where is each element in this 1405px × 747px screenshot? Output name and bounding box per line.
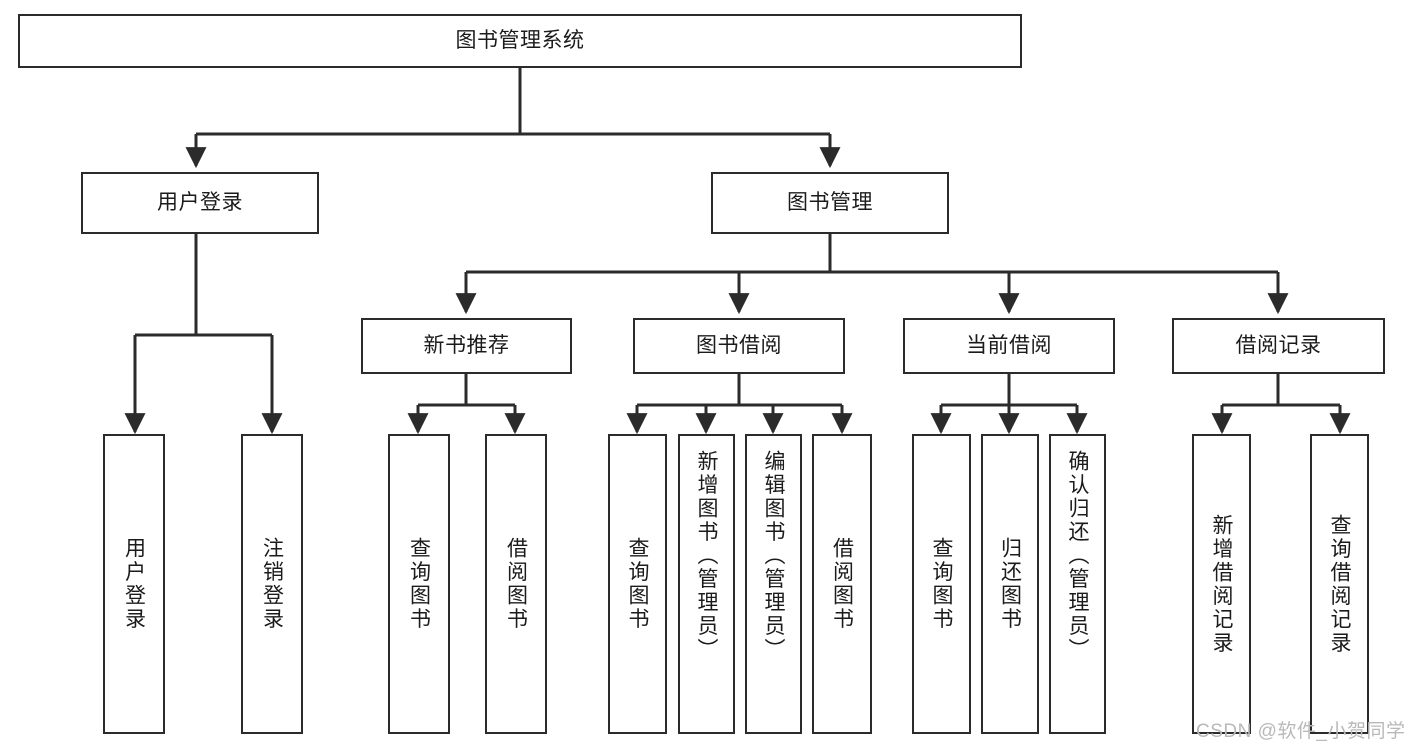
node-leaf-query-book-3-label: 查询图书 (930, 537, 953, 631)
node-new-book-recommend-label: 新书推荐 (423, 333, 510, 357)
node-borrow-record[interactable]: 借阅记录 (1172, 318, 1385, 374)
node-leaf-borrow-book-1-label: 借阅图书 (504, 537, 528, 631)
node-leaf-query-book-1-label: 查询图书 (407, 537, 431, 631)
node-current-borrow-label: 当前借阅 (966, 333, 1052, 357)
node-book-borrow-label: 图书借阅 (696, 333, 782, 357)
node-leaf-return-book[interactable]: 归还图书 (981, 434, 1039, 734)
node-user-login[interactable]: 用户登录 (81, 172, 319, 234)
node-current-borrow[interactable]: 当前借阅 (903, 318, 1115, 374)
node-leaf-query-book-1[interactable]: 查询图书 (388, 434, 450, 734)
node-leaf-borrow-book-1[interactable]: 借阅图书 (485, 434, 547, 734)
node-leaf-query-record[interactable]: 查询借阅记录 (1310, 434, 1369, 734)
node-leaf-logout-login-label: 注销登录 (260, 537, 284, 631)
csdn-watermark: CSDN @软件_小贺同学 (1196, 721, 1405, 742)
node-leaf-confirm-return[interactable]: 确认归还（管理员） (1049, 434, 1106, 734)
node-leaf-add-book[interactable]: 新增图书（管理员） (678, 434, 735, 734)
node-leaf-add-book-label: 新增图书（管理员） (695, 450, 718, 662)
node-leaf-query-book-2[interactable]: 查询图书 (608, 434, 667, 734)
node-new-book-recommend[interactable]: 新书推荐 (361, 318, 572, 374)
node-leaf-borrow-book-2-label: 借阅图书 (830, 537, 854, 631)
node-leaf-query-book-2-label: 查询图书 (626, 537, 649, 631)
node-root-label: 图书管理系统 (455, 28, 585, 52)
node-book-management[interactable]: 图书管理 (711, 172, 949, 234)
node-leaf-logout-login[interactable]: 注销登录 (241, 434, 303, 734)
node-leaf-user-login[interactable]: 用户登录 (103, 434, 165, 734)
node-leaf-edit-book-label: 编辑图书（管理员） (762, 450, 785, 662)
node-leaf-borrow-book-2[interactable]: 借阅图书 (812, 434, 872, 734)
node-leaf-edit-book[interactable]: 编辑图书（管理员） (745, 434, 802, 734)
node-root[interactable]: 图书管理系统 (18, 14, 1022, 68)
node-book-management-label: 图书管理 (787, 190, 873, 214)
node-leaf-query-book-3[interactable]: 查询图书 (912, 434, 971, 734)
node-leaf-return-book-label: 归还图书 (998, 537, 1022, 631)
node-leaf-query-record-label: 查询借阅记录 (1328, 513, 1351, 655)
node-leaf-confirm-return-label: 确认归还（管理员） (1066, 450, 1089, 662)
node-book-borrow[interactable]: 图书借阅 (633, 318, 845, 374)
node-leaf-add-record-label: 新增借阅记录 (1210, 513, 1233, 655)
node-leaf-user-login-label: 用户登录 (122, 537, 146, 631)
node-user-login-label: 用户登录 (157, 190, 243, 214)
node-borrow-record-label: 借阅记录 (1235, 333, 1322, 357)
node-leaf-add-record[interactable]: 新增借阅记录 (1192, 434, 1251, 734)
